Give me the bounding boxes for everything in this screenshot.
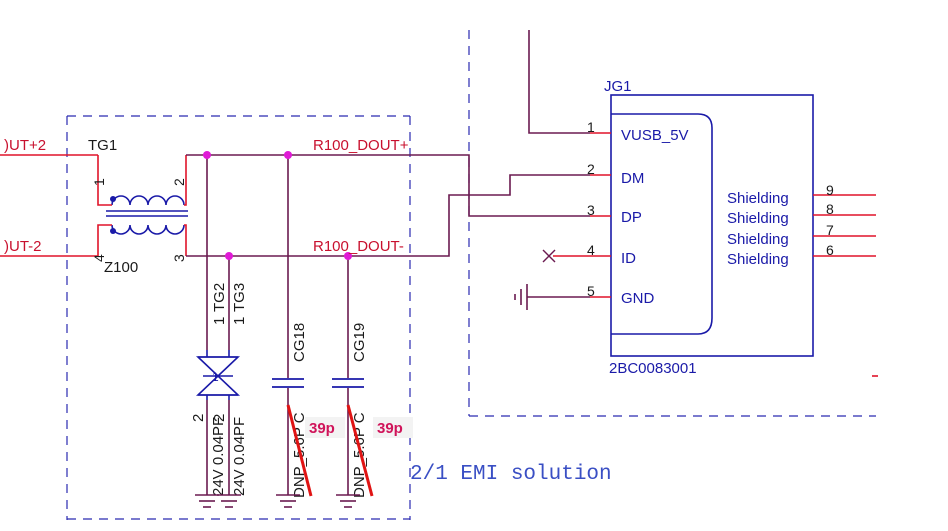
transformer-coil-icon [97,175,188,238]
junction-dot [225,252,233,260]
ground-icon [217,494,241,508]
emi-region-border [66,115,411,520]
shield-pin-name: Shielding [727,210,789,227]
tvs-pin-top-a: 1 [211,317,228,325]
strike-mark [286,404,313,497]
capacitor-cg18: CG18 DNP_5.6P C 39p [272,323,345,498]
connector-pin-stubs [553,132,611,298]
transformer-tg1: TG1 Z100 1 2 4 3 [88,137,188,276]
ground-icon [276,494,300,508]
transformer-ref: TG1 [88,137,117,154]
cap-ref: CG19 [351,323,368,362]
connector-part: 2BC0083001 [609,360,697,377]
cap-note: 39p [377,420,403,437]
capacitor-cg19: CG19 DNP_5.6P C 39p [332,323,413,498]
net-label-dout-plus: R100_DOUT+ [313,137,409,154]
pin-name: DM [621,170,644,187]
tvs-diode-array: 1 TG2 1 TG3 1 2 2 24V 0.04PF 24V 0.04PF [190,283,248,496]
junction-dot [203,151,211,159]
connector-region-border [468,30,876,417]
transformer-pin: 1 [91,178,107,186]
pin-number: 2 [587,161,595,177]
shield-pin-number: 7 [826,222,834,238]
pin-name: DP [621,209,642,226]
emi-annotation: 2/1 EMI solution [410,463,612,486]
cap-ref: CG18 [291,323,308,362]
tvs-center-pin: 1 [212,370,219,384]
polarity-dot [110,228,116,234]
cap-note: 39p [309,420,335,437]
no-connect-icon [542,249,556,263]
note-bg [305,417,345,438]
pin-name: VUSB_5V [621,127,689,144]
junctions [203,151,352,260]
pin-name: ID [621,250,636,267]
junction-dot [344,252,352,260]
transformer-value: Z100 [104,259,138,276]
pin-number: 4 [587,242,595,258]
tvs-pin-bot-b: 2 [211,414,228,422]
shield-pin-name: Shielding [727,190,789,207]
connector-jg1: JG1 2BC0083001 1 VUSB_5V 2 DM 3 DP 4 ID … [514,78,878,377]
strike-mark [346,404,374,497]
tvs-pin-bot-a: 2 [190,414,207,422]
wires [0,30,590,495]
net-label-left-bottom: )UT-2 [4,238,42,255]
capacitor-icon [332,378,364,388]
connector-inner-outline [611,113,713,335]
transformer-pin: 4 [91,254,107,262]
net-label-dout-minus: R100_DOUT- [313,238,404,255]
pin-number: 3 [587,202,595,218]
tvs-value-b: 24V 0.04PF [231,417,248,496]
ground-icon [195,494,219,508]
shield-pin-number: 9 [826,182,834,198]
net-label-left-top: )UT+2 [4,137,46,154]
connector-ref: JG1 [604,78,632,95]
shield-pin-name: Shielding [727,231,789,248]
connector-shield-stubs [813,194,876,257]
ground-icon [514,284,528,310]
pin-number: 5 [587,283,595,299]
note-bg [373,417,413,438]
pin-name: GND [621,290,655,307]
tvs-ref-a: TG2 [211,283,228,312]
connector-body [610,94,814,357]
pin-number: 1 [587,119,595,135]
transformer-pin: 2 [171,178,187,186]
tvs-diode-icon [195,350,241,400]
transformer-pin: 3 [171,254,187,262]
tvs-value-a: 24V 0.04PF [210,417,227,496]
ground-icon [336,494,360,508]
junction-dot [284,151,292,159]
tvs-ref-b: TG3 [231,283,248,312]
shield-pin-number: 8 [826,201,834,217]
shield-pin-name: Shielding [727,251,789,268]
tvs-pin-top-b: 1 [231,317,248,325]
capacitor-icon [272,378,304,388]
polarity-dot [110,196,116,202]
shield-pin-number: 6 [826,242,834,258]
